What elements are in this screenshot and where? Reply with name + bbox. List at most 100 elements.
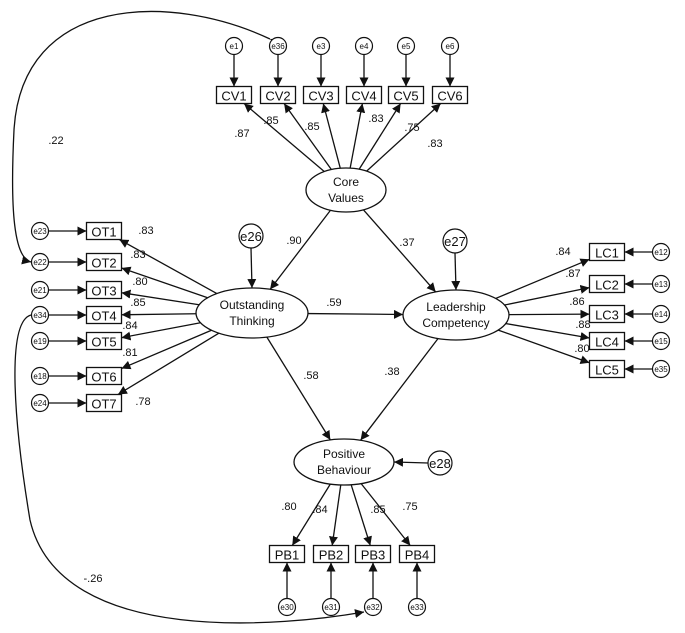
indicator-cv-5-label: CV5 xyxy=(393,89,418,104)
loading-lc-3: .86 xyxy=(569,296,584,308)
error-e23 xyxy=(30,221,50,241)
error-e3 xyxy=(311,36,331,56)
covariance-e36-e22 xyxy=(11,10,281,265)
disturbance-arrow-pb xyxy=(393,457,429,467)
indicator-pb-1-label: PB1 xyxy=(275,548,300,563)
indicator-cv-1 xyxy=(215,85,253,105)
error-e31-label: e31 xyxy=(324,603,338,612)
loading-cv-2: .85 xyxy=(263,115,278,127)
loading-cv-4: .83 xyxy=(368,113,383,125)
loading-arrow-ot-4 xyxy=(121,310,197,320)
error-e36-label: e36 xyxy=(271,42,285,51)
loading-pb-2: .84 xyxy=(312,504,327,516)
error-e21 xyxy=(30,280,50,300)
path-cv-ot-label: .90 xyxy=(286,235,301,247)
indicator-lc-3 xyxy=(588,304,626,324)
indicator-cv-3-label: CV3 xyxy=(308,89,333,104)
loading-arrow-pb-3 xyxy=(350,484,372,546)
loading-pb-4: .75 xyxy=(402,501,417,513)
error-e21-label: e21 xyxy=(33,286,47,295)
indicator-cv-1-label: CV1 xyxy=(221,89,246,104)
latent-ot xyxy=(195,287,309,339)
loading-arrow-lc-5 xyxy=(498,329,590,364)
error-e15 xyxy=(651,331,671,351)
error-e14-label: e14 xyxy=(654,310,668,319)
loading-pb-3: .85 xyxy=(370,504,385,516)
loading-arrow-cv-4 xyxy=(349,103,366,169)
indicator-ot-3 xyxy=(85,280,123,300)
path-ot-pb-label: .58 xyxy=(303,370,318,382)
path-ot-pb xyxy=(266,336,331,441)
loading-ot-7: .78 xyxy=(135,396,150,408)
covariance-e34-e32-label: -.26 xyxy=(84,573,103,585)
indicator-lc-2 xyxy=(588,274,626,294)
indicator-lc-2-label: LC2 xyxy=(595,278,619,293)
error-e6 xyxy=(440,36,460,56)
indicator-lc-1-label: LC1 xyxy=(595,246,619,261)
latent-pb-label-line2: Behaviour xyxy=(317,463,371,477)
error-e6-label: e6 xyxy=(446,42,455,51)
indicator-ot-4 xyxy=(85,305,123,325)
indicator-lc-5 xyxy=(588,359,626,379)
indicator-ot-5-label: OT5 xyxy=(91,335,116,350)
loading-cv-1: .87 xyxy=(234,128,249,140)
loading-arrow-pb-4 xyxy=(360,483,411,546)
indicator-cv-6-label: CV6 xyxy=(437,89,462,104)
disturbance-e26 xyxy=(238,223,264,249)
indicator-pb-4 xyxy=(398,544,436,564)
indicator-ot-6-label: OT6 xyxy=(91,370,116,385)
loading-cv-5: .75 xyxy=(404,122,419,134)
disturbance-arrow-ot xyxy=(247,247,257,289)
loading-pb-1: .80 xyxy=(281,501,296,513)
error-e31 xyxy=(321,597,341,617)
indicator-cv-2 xyxy=(259,85,297,105)
error-e34 xyxy=(30,305,50,325)
latent-cv xyxy=(305,167,387,213)
latent-ot-label-line2: Thinking xyxy=(229,314,274,328)
path-cv-ot xyxy=(269,209,332,290)
loading-ot-6: .81 xyxy=(122,347,137,359)
indicator-ot-6 xyxy=(85,366,123,386)
path-lc-pb xyxy=(360,338,439,441)
error-e18 xyxy=(30,366,50,386)
indicator-ot-2-label: OT2 xyxy=(91,256,116,271)
indicator-ot-4-label: OT4 xyxy=(91,309,116,324)
latent-lc xyxy=(402,289,510,341)
error-e35 xyxy=(651,359,671,379)
loading-arrow-lc-4 xyxy=(505,322,590,341)
path-lc-pb-label: .38 xyxy=(384,366,399,378)
indicator-pb-1 xyxy=(268,544,306,564)
error-e12-label: e12 xyxy=(654,248,668,257)
loading-cv-6: .83 xyxy=(427,138,442,150)
error-e5-label: e5 xyxy=(402,42,411,51)
indicator-cv-5 xyxy=(387,85,425,105)
loading-arrow-ot-3 xyxy=(121,289,200,306)
loading-arrow-lc-2 xyxy=(504,284,590,306)
error-e30 xyxy=(277,597,297,617)
disturbance-e27-label: e27 xyxy=(444,234,466,249)
error-e1-label: e1 xyxy=(230,42,239,51)
indicator-lc-4-label: LC4 xyxy=(595,335,619,350)
error-e36 xyxy=(268,36,288,56)
loading-arrow-cv-3 xyxy=(321,103,341,169)
error-e13 xyxy=(651,274,671,294)
indicator-cv-2-label: CV2 xyxy=(265,89,290,104)
indicator-pb-2-label: PB2 xyxy=(319,548,344,563)
error-e34-label: e34 xyxy=(33,311,47,320)
indicator-ot-5 xyxy=(85,331,123,351)
indicator-ot-2 xyxy=(85,252,123,272)
error-e19 xyxy=(30,331,50,351)
indicator-lc-5-label: LC5 xyxy=(595,363,619,378)
error-e15-label: e15 xyxy=(654,337,668,346)
indicator-cv-6 xyxy=(431,85,469,105)
error-e18-label: e18 xyxy=(33,372,47,381)
indicator-lc-3-label: LC3 xyxy=(595,308,619,323)
loading-lc-5: .80 xyxy=(574,343,589,355)
loading-lc-1: .84 xyxy=(555,246,570,258)
error-e12 xyxy=(651,242,671,262)
indicator-pb-3 xyxy=(354,544,392,564)
loading-arrow-cv-5 xyxy=(358,103,402,170)
covariance-e36-e22-label: .22 xyxy=(48,135,63,147)
indicator-cv-4 xyxy=(345,85,383,105)
